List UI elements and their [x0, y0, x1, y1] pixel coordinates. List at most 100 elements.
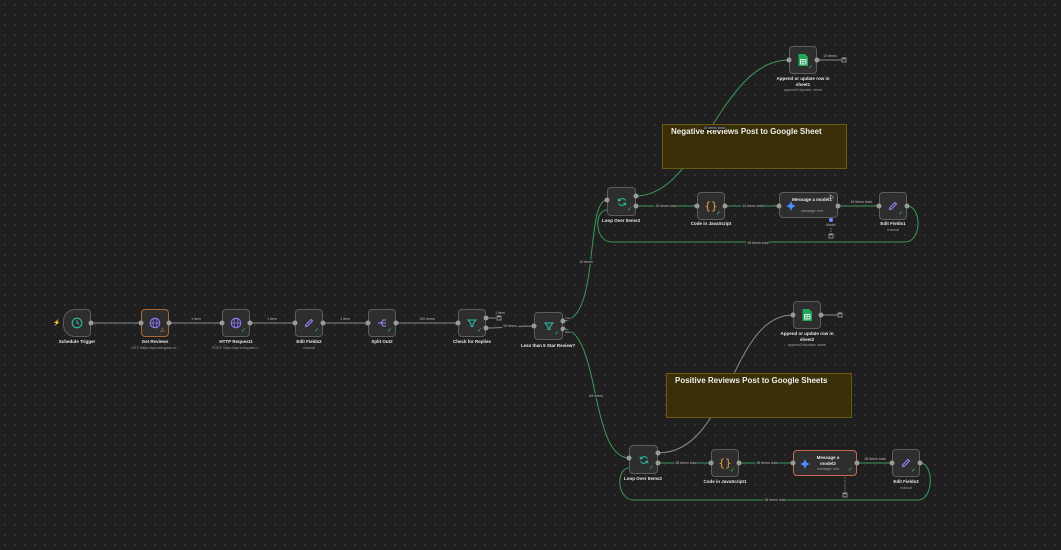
input-handle[interactable]	[292, 320, 298, 326]
node-append-row-sheet2[interactable]	[793, 301, 821, 329]
output-handle-true[interactable]	[560, 318, 566, 324]
input-handle[interactable]	[138, 320, 144, 326]
output-handle[interactable]	[854, 460, 860, 466]
node-label: Code in JavaScript	[690, 221, 732, 226]
node-loop-over-items2[interactable]: ✓	[629, 445, 658, 474]
output-handle[interactable]	[917, 460, 923, 466]
model-port-label: Model	[825, 223, 837, 227]
sticky-note-title: Positive Reviews Post to Google Sheets	[675, 376, 828, 385]
edge-label: 15 items total	[654, 204, 678, 208]
input-handle[interactable]	[708, 460, 714, 466]
output-handle[interactable]	[904, 203, 910, 209]
output-handle[interactable]	[814, 57, 820, 63]
output-handle[interactable]	[835, 203, 841, 209]
edge-label: 1 item	[190, 317, 202, 321]
edge-label: 28 items total	[863, 457, 887, 461]
success-check-icon: ✓	[897, 211, 903, 217]
output-handle[interactable]	[320, 320, 326, 326]
node-http-request1[interactable]: ✓	[222, 309, 250, 337]
loop-icon	[639, 455, 648, 464]
pencil-icon	[304, 318, 314, 328]
node-edit-fields2[interactable]: ✓	[295, 309, 323, 337]
output-handle[interactable]	[393, 320, 399, 326]
success-check-icon: ✓	[807, 65, 813, 71]
output-handle[interactable]	[736, 460, 742, 466]
output-handle-kept[interactable]	[483, 315, 489, 321]
input-handle[interactable]	[531, 323, 537, 329]
add-model-button[interactable]: +	[842, 491, 848, 498]
sticky-note-positive[interactable]: Positive Reviews Post to Google Sheets	[666, 373, 852, 418]
success-check-icon: ✓	[240, 328, 246, 334]
node-less-than-5-star-review[interactable]: ✓	[534, 312, 563, 340]
node-get-reviews[interactable]: ⚠	[141, 309, 169, 337]
output-handle[interactable]	[247, 320, 253, 326]
input-handle[interactable]	[604, 197, 610, 203]
output-handle[interactable]	[818, 312, 824, 318]
gemini-icon	[799, 458, 811, 470]
node-label: Message a model2	[816, 455, 840, 466]
output-handle-loop[interactable]	[633, 203, 639, 209]
node-message-a-model1[interactable]: ↻	[779, 192, 838, 218]
sheets-icon	[798, 54, 808, 66]
node-label: Message a model1	[792, 197, 832, 202]
node-append-row-sheet1[interactable]: ✓	[789, 46, 817, 74]
gemini-icon	[785, 200, 797, 212]
globe-icon	[230, 317, 242, 329]
input-handle[interactable]	[790, 312, 796, 318]
node-subtitle: appendOrUpdate: sheet	[783, 88, 823, 92]
add-node-button[interactable]: +	[837, 311, 843, 318]
edge-label: 1 item	[494, 311, 506, 315]
output-handle[interactable]	[166, 320, 172, 326]
braces-icon: {}	[704, 199, 718, 213]
output-handle-loop[interactable]	[655, 460, 661, 466]
add-node-button[interactable]: +	[841, 56, 847, 63]
success-check-icon: ✓	[553, 331, 559, 337]
node-split-out2[interactable]: ✓	[368, 309, 396, 337]
output-handle[interactable]	[722, 203, 728, 209]
globe-icon	[149, 317, 161, 329]
node-subtitle: manual	[303, 346, 315, 350]
input-handle[interactable]	[455, 320, 461, 326]
edge-label: 15 items total	[702, 126, 726, 130]
sheets-icon	[802, 309, 812, 321]
input-handle[interactable]	[786, 57, 792, 63]
sticky-note-negative[interactable]: Negative Reviews Post to Google Sheet	[662, 124, 847, 169]
output-handle[interactable]	[88, 320, 94, 326]
input-handle[interactable]	[876, 203, 882, 209]
input-handle[interactable]	[776, 203, 782, 209]
node-label: Check for Replies	[452, 339, 492, 344]
output-handle-done[interactable]	[633, 193, 639, 199]
add-node-button[interactable]: +	[496, 314, 502, 321]
filter-icon	[466, 319, 478, 327]
edge-label: 15 items total	[746, 241, 770, 245]
node-code-in-javascript1[interactable]: {} ✓	[711, 449, 739, 477]
output-handle-discarded[interactable]	[483, 325, 489, 331]
split-icon	[378, 319, 386, 327]
wire-edit3-return	[619, 462, 931, 501]
output-handle-done[interactable]	[655, 450, 661, 456]
node-loop-over-items3[interactable]: ✓	[607, 187, 636, 216]
add-model-button[interactable]: +	[828, 232, 834, 239]
model-port-handle[interactable]	[829, 218, 833, 222]
node-edit-fields1[interactable]: ✓	[879, 192, 907, 220]
node-schedule-trigger[interactable]	[63, 309, 91, 337]
success-check-icon: ✓	[729, 468, 735, 474]
node-message-a-model2[interactable]: ✓	[793, 450, 857, 476]
success-check-icon: ✓	[847, 467, 853, 473]
pencil-icon	[888, 201, 898, 211]
node-label: Edit Fields1	[880, 221, 906, 226]
input-handle[interactable]	[365, 320, 371, 326]
input-handle[interactable]	[694, 203, 700, 209]
output-handle-false[interactable]	[560, 326, 566, 332]
node-label: Split Out2	[371, 339, 393, 344]
input-handle[interactable]	[626, 455, 632, 461]
input-handle[interactable]	[790, 460, 796, 466]
node-label: Edit Fields2	[296, 339, 322, 344]
node-check-for-replies[interactable]: ✓	[458, 309, 486, 337]
node-edit-fields3[interactable]: ✓	[892, 449, 920, 477]
input-handle[interactable]	[889, 460, 895, 466]
input-handle[interactable]	[219, 320, 225, 326]
node-code-in-javascript[interactable]: {} ✓	[697, 192, 725, 220]
edge-label: false	[563, 330, 573, 334]
node-label: Schedule Trigger	[58, 339, 96, 344]
